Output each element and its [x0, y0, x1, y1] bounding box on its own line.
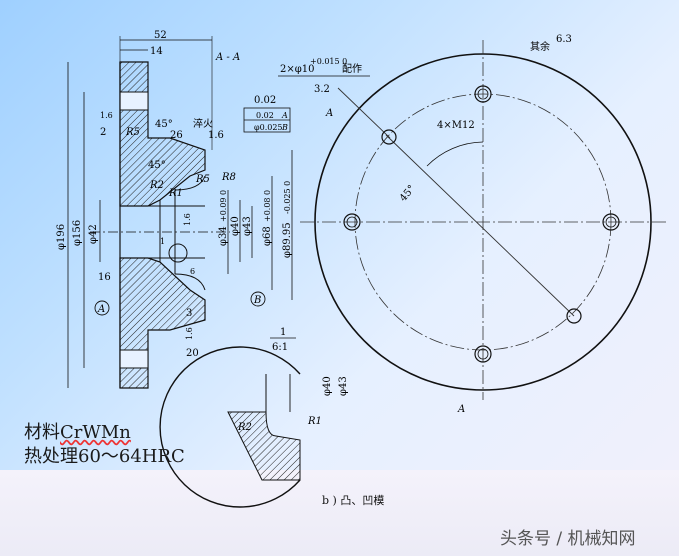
pin-hole-2: [566, 308, 582, 324]
detail-R2: R2: [237, 422, 252, 433]
gdt1-ref: A: [281, 111, 288, 120]
others-roughness: 6.3: [556, 34, 572, 45]
heat-note: 热处理60～64HRC: [24, 442, 185, 468]
heat-label: 热处理: [24, 446, 78, 467]
dim-1mark: 1: [160, 237, 165, 246]
tol-0-02: 0.02: [254, 95, 276, 106]
dim-phi43: φ43: [242, 216, 253, 236]
dim-R5a: R5: [125, 127, 140, 138]
dim-phi68: φ68: [262, 226, 273, 246]
dim-phi68-tol: +0.08 0: [263, 190, 272, 222]
dim-phi8995-tol: -0.025 0: [283, 181, 292, 214]
dim-3: 3: [186, 308, 192, 319]
dim-phi42: φ42: [88, 224, 99, 244]
dim-R2: R2: [149, 180, 164, 191]
dim-R1: R1: [168, 188, 183, 199]
dim-45b: 45°: [148, 160, 166, 171]
section-A-top: A: [325, 108, 333, 119]
gdt2-value: φ0.025: [254, 123, 283, 132]
hole-tol: +0.015 0: [310, 57, 347, 66]
heat-value: 60～64HRC: [78, 446, 185, 467]
dim-1-6d: 1.6: [185, 327, 194, 340]
detail-R1: R1: [307, 416, 322, 427]
section-view: 52 14 2 1.6 R5 45° 26 淬火 1.6 45° R2 R1 R…: [56, 30, 293, 389]
dim-phi196: φ196: [56, 224, 67, 250]
hole-note-2: 配作: [342, 63, 362, 75]
dim-26: 26: [170, 130, 183, 141]
dim-16: 16: [98, 272, 111, 283]
material-value: CrWMn: [60, 422, 131, 443]
dim-6mark: 6: [190, 267, 195, 276]
dim-phi8995: φ89.95: [282, 222, 293, 258]
dim-phi34: φ34: [218, 226, 229, 246]
material-note: 材料CrWMn: [24, 418, 131, 444]
dim-1-6b: 1.6: [208, 130, 224, 141]
scale-den: 6:1: [272, 342, 288, 353]
figure-caption: b ) 凸、凹模: [322, 494, 385, 507]
thread-label: 4×M12: [437, 120, 475, 131]
dim-20: 20: [186, 348, 199, 359]
angle-45: 45°: [398, 183, 418, 204]
section-label: A - A: [215, 52, 240, 63]
dim-phi156: φ156: [72, 220, 83, 246]
dim-quench: 淬火: [193, 117, 213, 130]
dim-1-6a: 1.6: [100, 111, 113, 120]
top-view: 45° 2×φ10 +0.015 0 配作 3.2 4×M12 其余 6.3 A…: [278, 34, 668, 415]
thread-hole-right: [602, 213, 620, 231]
datum-B: B: [253, 295, 261, 306]
detail-phi43: φ43: [338, 376, 349, 396]
watermark: 头条号 / 机械知网: [500, 529, 636, 549]
pin-hole-1: [381, 129, 397, 145]
dim-phi40: φ40: [230, 216, 241, 236]
dim-R5b: R5: [195, 174, 210, 185]
scale-num: 1: [280, 327, 286, 338]
dim-45: 45°: [155, 119, 173, 130]
detail-view: 1 6:1 φ40 φ43 R2 R1: [159, 327, 349, 508]
dim-1-6c: 1.6: [183, 213, 192, 226]
datum-A: A: [97, 304, 105, 315]
dim-2: 2: [100, 127, 106, 138]
thread-hole-left: [343, 213, 361, 231]
detail-phi40: φ40: [322, 376, 333, 396]
roughness-3-2: 3.2: [314, 84, 330, 95]
dim-14: 14: [150, 46, 163, 57]
dim-52: 52: [154, 30, 167, 41]
bottom-band: [0, 470, 679, 556]
section-A-bottom: A: [457, 404, 465, 415]
thread-hole-bottom: [474, 345, 492, 363]
hole-note: 2×φ10: [280, 64, 314, 75]
gdt1-value: 0.02: [256, 111, 274, 120]
material-label: 材料: [24, 422, 60, 443]
thread-hole-top: [474, 85, 492, 103]
dim-phi34-tol: +0.09 0: [219, 190, 228, 222]
gdt2-ref: B: [281, 123, 288, 132]
others-label: 其余: [530, 40, 550, 53]
dim-R8: R8: [221, 172, 236, 183]
